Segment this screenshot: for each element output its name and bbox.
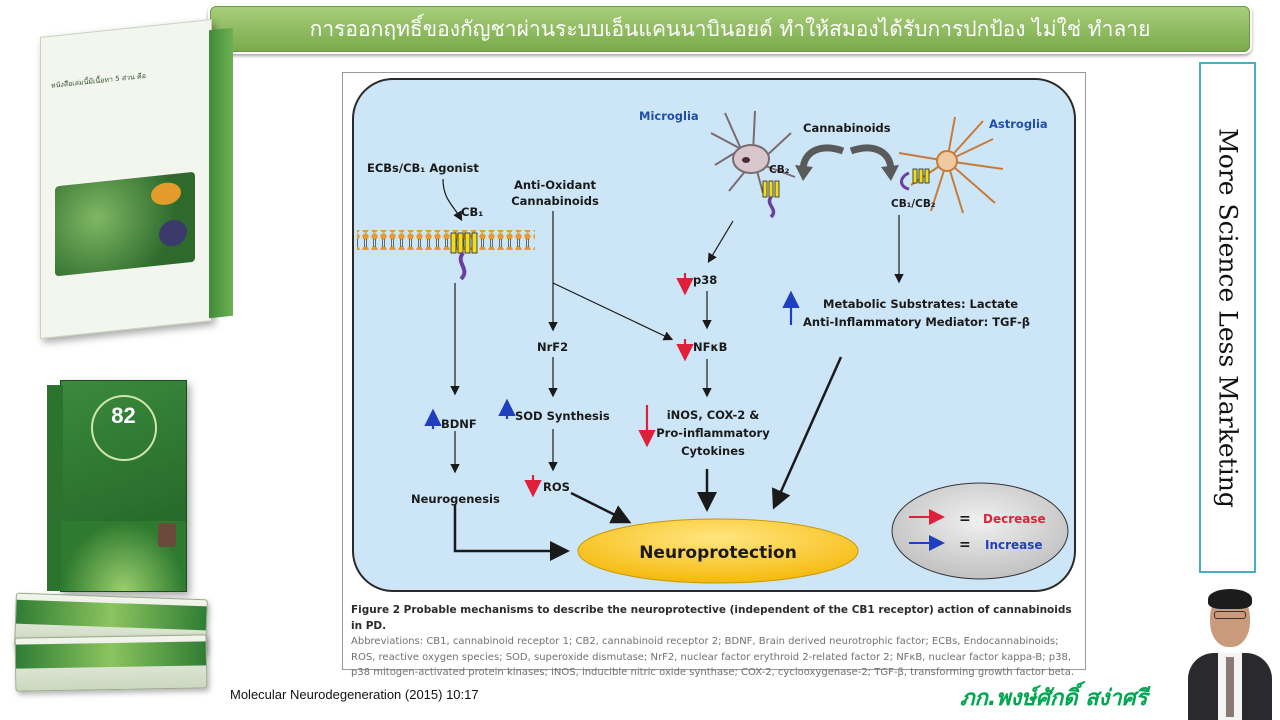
legend-increase: Increase: [985, 538, 1043, 552]
label-cb1: CB₁: [461, 205, 483, 219]
book-spine: [209, 27, 233, 319]
label-cb2: CB₂: [769, 164, 790, 176]
label-inos-1: iNOS, COX-2 &: [667, 408, 760, 422]
neuroprotection-arrows: [453, 356, 843, 561]
label-metabolic: Metabolic Substrates: Lactate: [823, 297, 1018, 311]
label-nfkb: NFκB: [693, 340, 727, 354]
label-neurogenesis: Neurogenesis: [411, 492, 500, 506]
banner-title: การออกฤทธิ์ของกัญชาผ่านระบบเอ็นแคนนาบินอ…: [309, 16, 1151, 41]
side-slogan-box: More Science Less Marketing: [1199, 62, 1256, 573]
label-anti-oxidant-2: Cannabinoids: [511, 194, 599, 208]
author-thumbnail: [158, 523, 176, 547]
cb2-receptor-microglia: [762, 180, 780, 219]
caption-body: Abbreviations: CB1, cannabinoid receptor…: [351, 636, 1075, 678]
legend-eq-2: =: [959, 537, 971, 553]
cb1-receptor: [450, 232, 478, 281]
label-ecbs-agonist: ECBs/CB₁ Agonist: [367, 161, 479, 175]
label-p38: p38: [693, 273, 717, 287]
label-bdnf: BDNF: [441, 417, 477, 431]
mechanism-figure: Microglia Astroglia Cannabinoids ECBs/CB…: [342, 72, 1086, 678]
pathway-arrows: [442, 178, 904, 474]
label-inos-3: Cytokines: [681, 444, 745, 458]
label-anti-oxidant: Anti-Oxidant: [514, 178, 597, 192]
label-microglia: Microglia: [639, 109, 699, 123]
title-banner: การออกฤทธิ์ของกัญชาผ่านระบบเอ็นแคนนาบินอ…: [208, 4, 1252, 54]
book-spine: [47, 385, 63, 591]
neuroprotection-ellipse: [577, 518, 859, 584]
presenter-photo: [1188, 585, 1272, 720]
label-ros: ROS: [543, 480, 570, 494]
figure-caption: Figure 2 Probable mechanisms to describe…: [351, 603, 1079, 681]
cb2-receptor-astroglia: [900, 168, 930, 191]
journal-citation: Molecular Neurodegeneration (2015) 10:17: [230, 687, 479, 702]
book1-heading: หนังสือเล่มนี้มีเนื้อหา 5 ส่วน คือ: [51, 71, 146, 90]
number-ring: [91, 395, 157, 461]
microglia-cell: [710, 110, 796, 194]
increase-indicators: [424, 290, 800, 429]
label-anti-inflammatory: Anti-Inflammatory Mediator: TGF-β: [803, 315, 1030, 329]
label-astroglia: Astroglia: [989, 117, 1048, 131]
side-slogan: More Science Less Marketing: [1213, 127, 1242, 508]
label-cb1-cb2: CB₁/CB₂: [891, 198, 936, 210]
label-inos-2: Pro-inflammatory: [656, 426, 770, 440]
book-cover-2: 82: [47, 380, 187, 592]
mechanism-diagram: Microglia Astroglia Cannabinoids ECBs/CB…: [352, 78, 1076, 592]
label-cannabinoids: Cannabinoids: [803, 121, 891, 135]
book-stack-bottom: [14, 634, 208, 692]
label-nrf2: NrF2: [537, 340, 568, 354]
cell-membrane: [357, 230, 535, 250]
decrease-indicators: [524, 273, 694, 498]
legend-decrease: Decrease: [983, 512, 1046, 526]
caption-title: Figure 2 Probable mechanisms to describe…: [351, 604, 1072, 632]
book-cover-1: หนังสือเล่มนี้มีเนื้อหา 5 ส่วน คือ: [40, 18, 233, 340]
label-neuroprotection: Neuroprotection: [639, 543, 797, 563]
legend-box: [891, 482, 1069, 580]
legend-eq-1: =: [959, 511, 971, 527]
book2-number: 82: [111, 403, 136, 428]
label-sod: SOD Synthesis: [515, 409, 610, 423]
cell-panel: [352, 78, 1076, 592]
author-name: ภก.พงษ์ศักดิ์ สง่าศรี: [960, 686, 1148, 711]
